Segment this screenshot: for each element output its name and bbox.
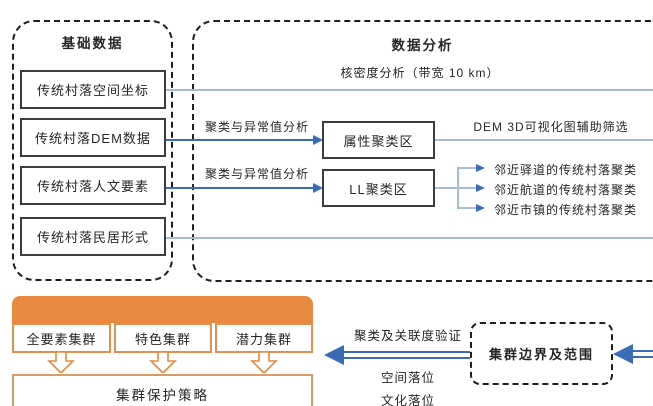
arrowhead-attribute-icon [313, 135, 323, 145]
branch-stub-2 [457, 187, 476, 189]
base-data-panel [12, 20, 173, 281]
cluster-box-characteristic: 特色集群 [114, 323, 212, 353]
arrowhead-ll-icon [313, 183, 323, 193]
cluster-box-full-element: 全要素集群 [12, 323, 111, 353]
attribute-cluster-box: 属性聚类区 [322, 121, 435, 159]
base-data-box-dem: 传统村落DEM数据 [20, 118, 166, 157]
arrowhead-proximity-3-icon [476, 203, 485, 212]
data-analysis-panel-title: 数据分析 [391, 38, 454, 53]
branch-stub-3 [457, 207, 476, 209]
cluster-outlier-label-1: 聚类与异常值分析 [204, 120, 309, 134]
base-data-box-coordinates: 传统村落空间坐标 [20, 70, 166, 109]
arrowhead-incoming-icon [613, 344, 633, 364]
boundary-scope-box: 集群边界及范围 [470, 322, 613, 385]
validation-label: 聚类及关联度验证 [353, 329, 462, 343]
data-analysis-panel [192, 20, 653, 282]
strategy-box: 集群保护策略 [12, 374, 313, 406]
kernel-density-label: 核密度分析（带宽 10 km） [340, 66, 500, 80]
base-data-box-dwelling: 传统村落民居形式 [20, 217, 166, 256]
connector-line-dem [435, 139, 653, 141]
dem-3d-label: DEM 3D可视化图辅助筛选 [473, 120, 629, 134]
down-arrow-icon [250, 352, 278, 373]
cluster-box-potential: 潜力集群 [215, 323, 313, 353]
validation-arrow-shaft [344, 351, 470, 359]
base-data-box-humanistic: 传统村落人文要素 [20, 166, 166, 205]
down-arrow-icon [149, 352, 177, 373]
cluster-outlier-label-2: 聚类与异常值分析 [204, 167, 309, 181]
down-arrow-icon [47, 352, 75, 373]
branch-stub-1 [457, 167, 476, 169]
proximity-item-postroad: 邻近驿道的传统村落聚类 [494, 163, 638, 177]
connector-line-dwelling [166, 237, 653, 239]
arrowhead-proximity-1-icon [476, 163, 485, 172]
incoming-arrow-shaft [633, 350, 653, 358]
proximity-item-town: 邻近市镇的传统村落聚类 [494, 203, 638, 217]
branch-feed-line [435, 187, 458, 189]
cultural-positioning-label: 文化落位 [380, 394, 435, 406]
ll-cluster-box: LL聚类区 [322, 169, 435, 207]
base-data-panel-title: 基础数据 [61, 36, 124, 51]
connector-line-kernel [166, 89, 653, 91]
arrowhead-validation-icon [324, 345, 344, 365]
cluster-group-header-bar [12, 296, 313, 323]
arrowhead-proximity-2-icon [476, 183, 485, 192]
connector-arrow-ll-shaft [166, 187, 314, 189]
proximity-item-waterway: 邻近航道的传统村落聚类 [494, 183, 638, 197]
connector-arrow-attribute-shaft [166, 139, 314, 141]
spatial-positioning-label: 空间落位 [380, 371, 435, 385]
